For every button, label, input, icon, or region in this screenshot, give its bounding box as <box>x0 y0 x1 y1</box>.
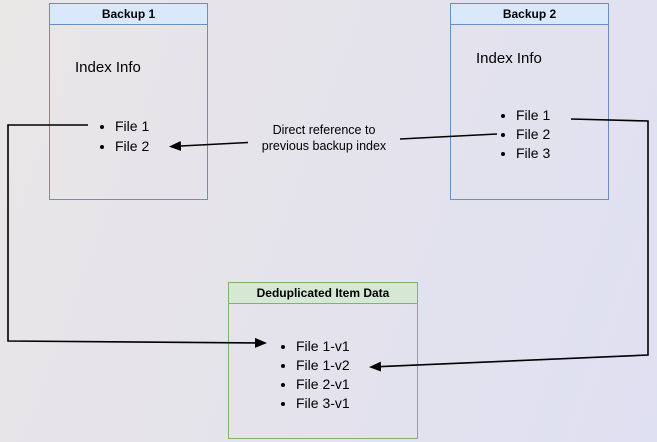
node-dedup-file-list: File 1-v1 File 1-v2 File 2-v1 File 3-v1 <box>274 337 350 413</box>
node-backup2-index-info-label: Index Info <box>476 50 542 67</box>
node-dedup-title: Deduplicated Item Data <box>229 283 417 304</box>
node-backup1: Backup 1 Index Info File 1 File 2 <box>49 3 208 200</box>
edge-direct-reference-label: Direct reference to previous backup inde… <box>261 123 387 153</box>
node-backup2: Backup 2 Index Info File 1 File 2 File 3 <box>450 3 609 200</box>
file-list-item: File 2-v1 <box>296 375 350 394</box>
file-list-item: File 1 <box>516 106 550 125</box>
file-list-item: File 2 <box>516 125 550 144</box>
node-backup2-title: Backup 2 <box>451 4 608 25</box>
file-list-item: File 1 <box>115 116 149 136</box>
node-dedup-item-data: Deduplicated Item Data File 1-v1 File 1-… <box>228 282 418 439</box>
node-backup1-title: Backup 1 <box>50 4 207 25</box>
node-backup1-index-info-label: Index Info <box>75 59 141 76</box>
node-backup1-file-list: File 1 File 2 <box>93 116 149 156</box>
file-list-item: File 3-v1 <box>296 394 350 413</box>
file-list-item: File 3 <box>516 144 550 163</box>
file-list-item: File 2 <box>115 136 149 156</box>
node-backup2-file-list: File 1 File 2 File 3 <box>494 106 550 163</box>
file-list-item: File 1-v1 <box>296 337 350 356</box>
file-list-item: File 1-v2 <box>296 356 350 375</box>
